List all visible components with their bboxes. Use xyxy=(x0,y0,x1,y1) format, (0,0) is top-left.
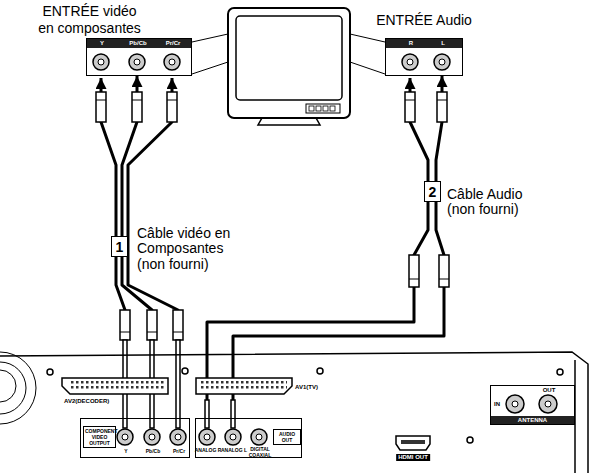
television xyxy=(330,106,335,111)
recorder-housing xyxy=(467,437,473,443)
connector-label: AV2(DECODER) xyxy=(64,398,109,405)
callout-number: 2 xyxy=(424,181,441,202)
recorder-housing xyxy=(182,368,188,374)
rca-plug xyxy=(176,340,180,428)
group-label: AUDIO OUT xyxy=(273,429,301,445)
output-jack xyxy=(225,429,241,445)
jack-label: DIGITAL COAXIAL xyxy=(248,446,272,458)
jack-center xyxy=(230,434,236,440)
plug-collar xyxy=(96,100,449,332)
plug-collar xyxy=(96,100,449,332)
hdmi-port xyxy=(396,436,430,450)
jack-label: OUT xyxy=(543,387,556,394)
jack-label: IN xyxy=(494,401,500,408)
rca-plug xyxy=(167,92,177,122)
television xyxy=(309,106,314,111)
television xyxy=(306,104,340,113)
recorder-rear: AV2(DECODER) AV1(TV) HDMI OUT COMPONENT VID… xyxy=(0,348,590,473)
jack-label: ANALOG L xyxy=(221,447,247,453)
jack-panel: ENTRÉE AudioRL xyxy=(385,38,463,76)
recorder-housing xyxy=(317,368,323,374)
cable-label: Câble Audio (non fourni) xyxy=(447,187,542,218)
rca-plug xyxy=(405,92,415,122)
jack-center xyxy=(175,434,181,440)
group-label: COMPONENT VIDEO OUTPUT xyxy=(83,426,116,448)
jack-center xyxy=(122,434,128,440)
jack-label: Pb/Cb xyxy=(129,40,146,47)
rca-plug xyxy=(205,400,209,428)
jack-label: Pr/Cr xyxy=(173,448,185,454)
rca-plug xyxy=(132,92,142,122)
recorder-housing xyxy=(0,352,588,473)
jack-label: ANALOG R xyxy=(195,447,222,453)
jack-panel: ENTRÉE vidéo en composantesYPb/CbPr/Cr xyxy=(86,38,192,76)
output-jack xyxy=(117,429,133,445)
scart-connector xyxy=(62,378,168,394)
rca-plug xyxy=(96,92,106,122)
jack-center xyxy=(149,434,155,440)
jack-label: Pb/Cb xyxy=(146,448,160,454)
jack-label: L xyxy=(441,40,445,47)
output-jack xyxy=(144,429,160,445)
jack-center xyxy=(204,434,210,440)
rca-plug xyxy=(409,255,419,287)
television xyxy=(258,118,320,125)
jack-label: R xyxy=(409,40,413,47)
recorder-housing xyxy=(0,352,36,424)
jack-label: Y xyxy=(100,40,104,47)
hdmi-port xyxy=(396,436,430,450)
recorder-housing xyxy=(557,369,563,375)
television xyxy=(323,106,328,111)
scart-connector xyxy=(62,378,292,394)
rca-plug xyxy=(173,310,183,340)
jack-center xyxy=(256,434,262,440)
rca-plug xyxy=(231,400,235,428)
output-jack xyxy=(170,429,186,445)
television xyxy=(228,8,350,118)
jack-center xyxy=(545,401,551,407)
television xyxy=(236,16,342,100)
jack-group: COMPONENT VIDEO OUTPUT Y Pb/Cb Pr/Cr xyxy=(80,418,190,458)
output-jack xyxy=(539,395,557,413)
group-label: ANTENNA xyxy=(491,416,574,424)
jack-label: Y xyxy=(124,448,127,454)
scart-connector xyxy=(199,381,287,391)
scart-connector xyxy=(70,381,164,391)
rca-plug xyxy=(439,255,449,287)
recorder-housing xyxy=(47,369,53,375)
port-label: HDMI OUT xyxy=(396,454,430,461)
antenna-group: IN OUT ANTENNA xyxy=(490,385,575,425)
jack-center xyxy=(122,401,551,440)
scart-connector xyxy=(196,378,292,394)
television xyxy=(192,34,385,74)
hdmi-port xyxy=(401,440,425,444)
jack-label: Pr/Cr xyxy=(166,40,181,47)
television xyxy=(316,106,321,111)
rca-plug xyxy=(147,310,157,340)
output-jack xyxy=(506,395,524,413)
connector-label: AV1(TV) xyxy=(295,384,318,391)
television xyxy=(192,8,385,125)
output-jack xyxy=(199,429,215,445)
recorder-housing xyxy=(0,352,588,473)
rca-plug xyxy=(120,310,130,340)
callout-number: 1 xyxy=(111,236,128,257)
output-jack xyxy=(251,429,267,445)
cable-label: Câble vidéo en Composantes (non fourni) xyxy=(137,226,247,272)
jack-center xyxy=(512,401,518,407)
panel-heading: ENTRÉE Audio xyxy=(376,12,472,29)
panel-heading: ENTRÉE vidéo en composantes xyxy=(33,3,146,37)
jack-group: ANALOG RANALOG LDIGITAL COAXIALAUDIO OUT xyxy=(195,418,302,458)
rca-plug xyxy=(437,92,447,122)
